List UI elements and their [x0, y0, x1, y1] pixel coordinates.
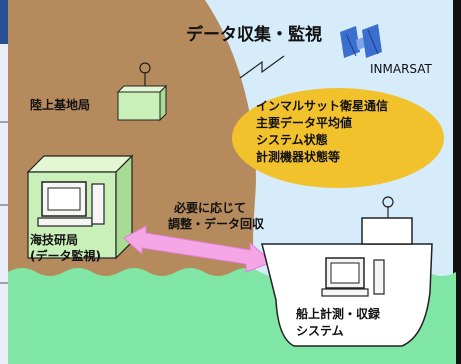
- headquarters-label-line: 海技研局: [30, 233, 79, 247]
- land-station-label: 陸上基地局: [30, 98, 91, 112]
- info-list: インマルサット衛星通信 主要データ平均値 システム状態 計測機器状態等: [256, 98, 388, 166]
- info-bubble: [232, 88, 444, 188]
- frame-right: [453, 0, 461, 364]
- ship-system-label-line: システム: [296, 324, 344, 338]
- info-item: 計測機器状態等: [256, 150, 341, 164]
- ship: [261, 196, 433, 347]
- ship-system-label-line: 船上計測・収録: [296, 307, 381, 321]
- info-item: インマルサット衛星通信: [256, 99, 389, 113]
- info-item: 主要データ平均値: [256, 116, 353, 130]
- link-label: 必要に応じて 調整・データ回収: [168, 200, 264, 232]
- radio-signal-icon: [239, 55, 285, 79]
- headquarters-label-line: (データ監視): [30, 249, 101, 263]
- headquarters-building: [26, 154, 134, 260]
- satellite-icon: [340, 24, 382, 58]
- land-station-building: [116, 62, 168, 122]
- info-item: システム状態: [256, 133, 328, 147]
- frame-left-top: [0, 0, 8, 44]
- diagram-title: データ収集・監視: [186, 25, 322, 45]
- link-label-line: 必要に応じて: [174, 201, 247, 215]
- headquarters-label: 海技研局 (データ監視): [30, 232, 101, 264]
- frame-left: [0, 44, 8, 364]
- link-label-line: 調整・データ回収: [168, 217, 265, 231]
- ship-system-label: 船上計測・収録 システム: [296, 306, 380, 340]
- satellite-label: INMARSAT: [370, 62, 432, 76]
